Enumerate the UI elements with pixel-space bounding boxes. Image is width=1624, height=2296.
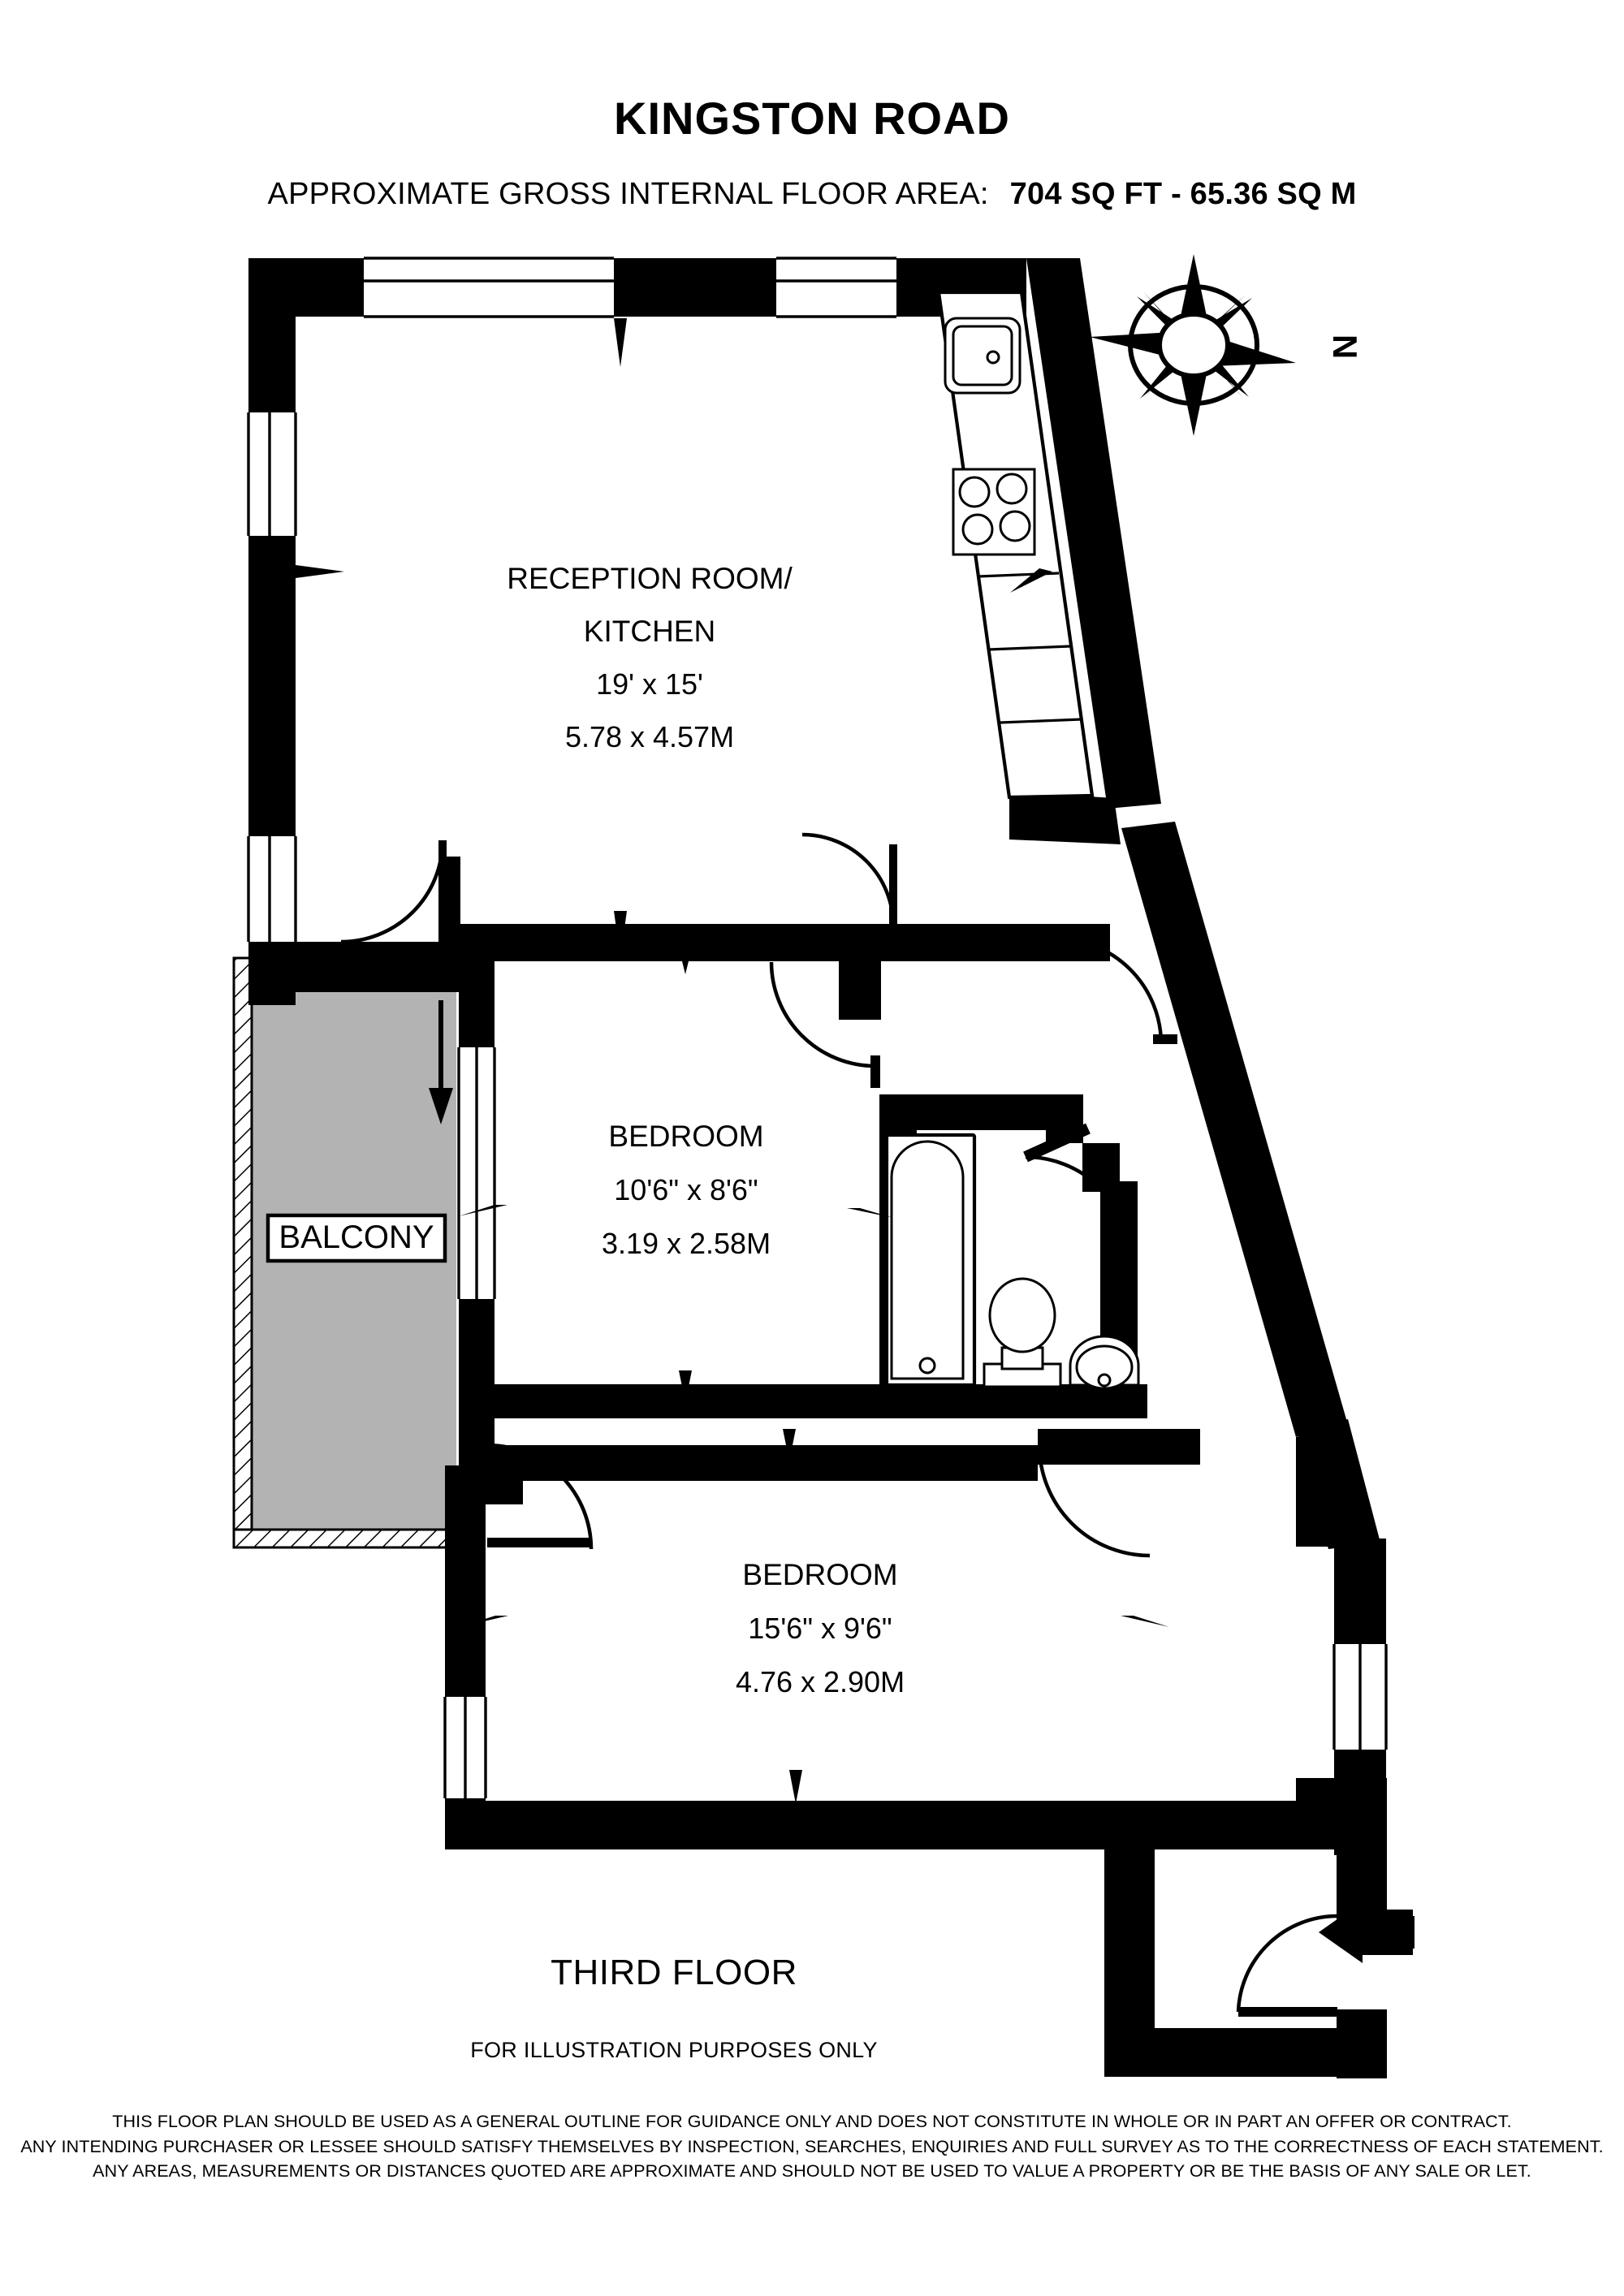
svg-text:3.19 x 2.58M: 3.19 x 2.58M [602, 1227, 771, 1260]
wall-right-notch [1296, 1437, 1348, 1547]
wall-reception-bottom [457, 924, 1110, 961]
svg-text:15'6" x 9'6": 15'6" x 9'6" [748, 1612, 892, 1645]
door-bathroom [1023, 1123, 1134, 1263]
wall-hall-stub [839, 924, 881, 1020]
disclaimer-line-2: ANY INTENDING PURCHASER OR LESSEE SHOULD… [20, 2136, 1604, 2156]
wall-entry-right-b [1337, 2009, 1387, 2078]
wall-top-pier-thick [614, 258, 776, 317]
window-top-left [364, 257, 614, 318]
svg-text:4.76 x 2.90M: 4.76 x 2.90M [736, 1665, 905, 1698]
kitchen-counter [936, 290, 1095, 800]
disclaimer-line-3: ANY AREAS, MEASUREMENTS OR DISTANCES QUO… [93, 2161, 1531, 2182]
floor-caption: THIRD FLOOR [551, 1953, 797, 1992]
wall-left-a [248, 258, 296, 412]
balcony-label: BALCONY [279, 1219, 434, 1255]
door-hall-right [1055, 936, 1177, 1045]
compass-rose-icon: N [1090, 254, 1364, 436]
wall-bedroom1-left-a [459, 958, 495, 1047]
wall-bedroom2-left-a [445, 1486, 486, 1697]
wall-bedroom1-left-b [459, 1299, 495, 1388]
balcony-rail-left [232, 956, 253, 1546]
illustration-note: FOR ILLUSTRATION PURPOSES ONLY [470, 2038, 878, 2062]
disclaimer-block: THIS FLOOR PLAN SHOULD BE USED AS A GENE… [0, 2109, 1624, 2184]
wall-bedroom1-bottom [459, 1384, 881, 1418]
compass-north-label: N [1326, 334, 1364, 359]
window-bedroom1-left [457, 1047, 496, 1299]
dimension-markers [296, 318, 1169, 1804]
door-reception-left [340, 839, 447, 944]
door-bedroom2 [486, 1443, 594, 1550]
wall-right-angled-mid [1121, 822, 1348, 1437]
window-left-upper [247, 412, 297, 536]
svg-text:BEDROOM: BEDROOM [608, 1120, 763, 1153]
room-label-reception: RECEPTION ROOM/ KITCHEN 19' x 15' 5.78 x… [507, 562, 793, 753]
bathroom-sink-icon [1069, 1335, 1140, 1390]
door-bedroom2-hall [1037, 1444, 1151, 1558]
wall-bedroom2-top [486, 1445, 1038, 1481]
window-left-lower [247, 836, 297, 942]
balcony-area: BALCONY [232, 956, 474, 1549]
wall-right-angled-upper [1026, 258, 1161, 809]
door-entrance [1236, 1914, 1338, 2017]
bathtub-icon [884, 1133, 977, 1388]
svg-text:KITCHEN: KITCHEN [584, 615, 715, 648]
window-top-right [776, 257, 896, 318]
floor-area-block: APPROXIMATE GROSS INTERNAL FLOOR AREA: 70… [0, 177, 1624, 212]
room-label-bedroom-1: BEDROOM 10'6" x 8'6" 3.19 x 2.58M [602, 1120, 771, 1260]
floor-area-value: 704 SQ FT - 65.36 SQ M [1009, 177, 1357, 211]
kitchen-sink-icon [944, 317, 1021, 395]
door-swings [340, 832, 1338, 2017]
entrance-arrow-icon [1317, 1901, 1415, 1963]
wall-right-straight-a [1334, 1539, 1386, 1644]
window-bedroom2-left [443, 1697, 487, 1798]
kitchen-hob-icon [952, 468, 1036, 556]
wall-bedroom2-top-right [1038, 1429, 1200, 1465]
toilet-icon [983, 1277, 1062, 1388]
svg-text:10'6" x 8'6": 10'6" x 8'6" [614, 1173, 758, 1206]
wall-reception-bottom-left [248, 942, 458, 992]
bathroom-fixtures [884, 1133, 1140, 1390]
door-jamb-balcony [443, 857, 460, 942]
wall-left-b [248, 536, 296, 836]
floor-area-label: APPROXIMATE GROSS INTERNAL FLOOR AREA: [267, 177, 989, 211]
page-title: KINGSTON ROAD [614, 93, 1010, 144]
svg-text:19' x 15': 19' x 15' [596, 667, 703, 701]
window-right [1332, 1644, 1388, 1750]
wall-bedroom2-bottom [445, 1801, 1387, 1849]
balcony-label-box [266, 1213, 447, 1263]
balcony-door-arrow [429, 1000, 453, 1124]
wall-kitchen-jog [1009, 792, 1121, 844]
door-hall-lower [769, 961, 880, 1088]
wall-bathroom-bottom [879, 1384, 1147, 1418]
balcony-rail-bottom [232, 1528, 474, 1549]
page-title-block: KINGSTON ROAD [0, 96, 1624, 141]
svg-text:BEDROOM: BEDROOM [742, 1558, 897, 1591]
svg-text:RECEPTION ROOM/: RECEPTION ROOM/ [507, 562, 793, 595]
disclaimer-line-1: THIS FLOOR PLAN SHOULD BE USED AS A GENE… [112, 2112, 1512, 2131]
svg-text:5.78 x 4.57M: 5.78 x 4.57M [565, 720, 734, 753]
door-hall-middle [801, 832, 897, 932]
room-label-bedroom-2: BEDROOM 15'6" x 9'6" 4.76 x 2.90M [736, 1558, 905, 1698]
